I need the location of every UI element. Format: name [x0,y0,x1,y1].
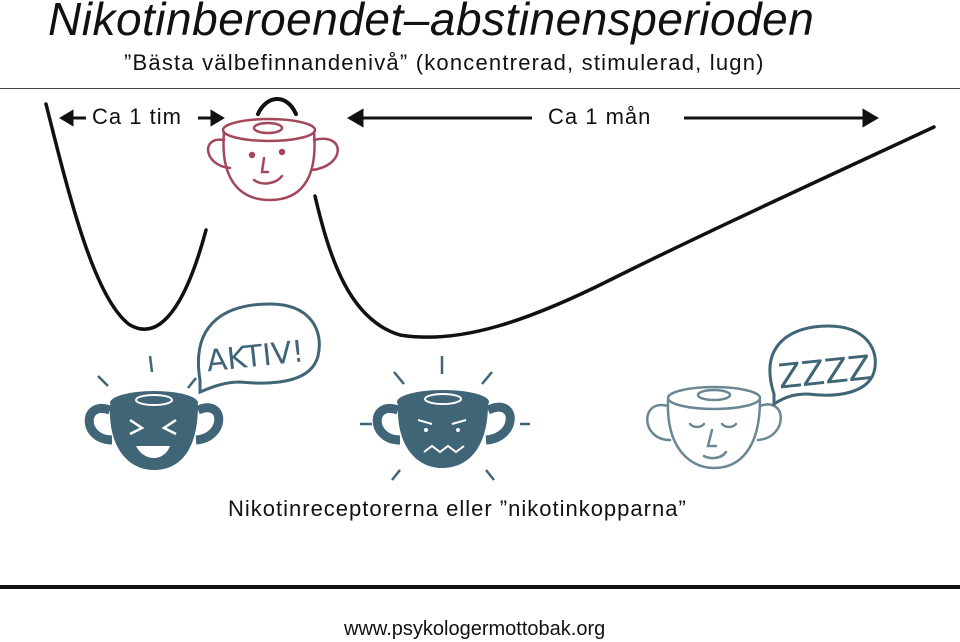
active-cup-icon [84,355,224,470]
speech-text-active: AKTIV! [205,334,306,379]
arrow-long-left [347,108,532,128]
bottom-divider [0,585,960,589]
wellbeing-curve-peak [256,97,298,116]
sleeping-cup-icon [646,385,782,470]
arrow-short-right [198,109,225,127]
arrow-short-left [59,109,86,127]
speech-bubble-active [197,302,321,395]
footer-url[interactable]: www.psykologermottobak.org [344,618,606,640]
wellbeing-curve-abstinence [313,125,936,339]
speech-bubble-sleep [768,324,877,407]
page-title: Nikotinberoendet–abstinensperioden [48,0,815,45]
short-period-label: Ca 1 tim [92,104,182,129]
anxious-cup-icon [360,356,530,481]
arrow-long-right [684,108,879,128]
wellbeing-curve-initial-dip [44,102,208,331]
page-subtitle: ”Bästa välbefinnandenivå” (koncentrerad,… [124,50,765,75]
top-divider [0,88,960,89]
speech-text-sleep: ZZZZ [776,348,873,398]
long-period-label: Ca 1 mån [548,104,652,129]
receptor-caption: Nikotinreceptorerna eller ”nikotinkoppar… [228,496,687,521]
satisfied-cup-icon [206,117,339,202]
